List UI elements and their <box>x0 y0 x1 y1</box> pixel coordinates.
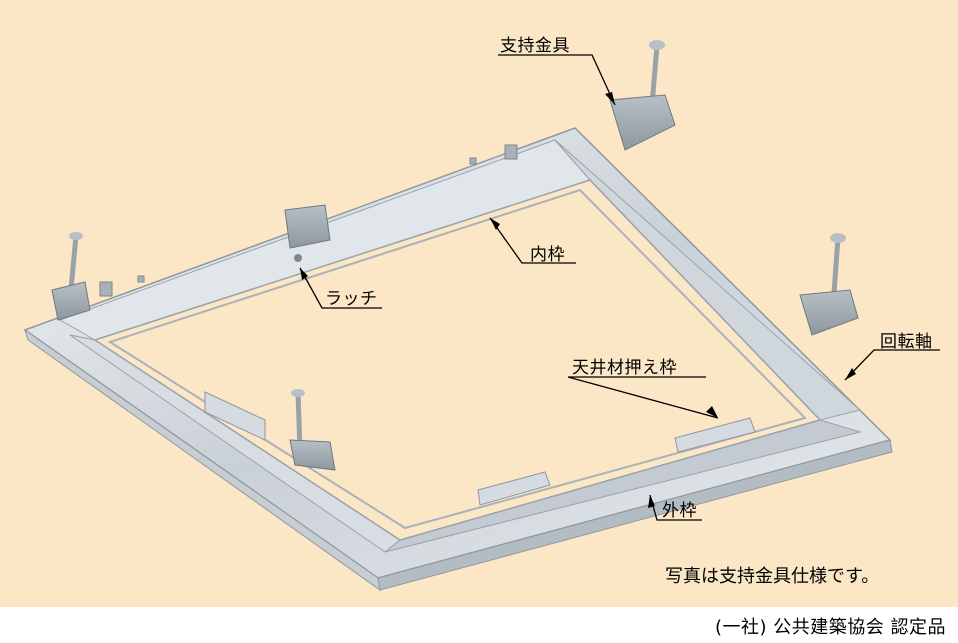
leader-arrowheads <box>300 92 856 508</box>
ceiling-retainer-frame-label: 天井材押え枠 <box>572 358 677 378</box>
certification-footer: (一社) 公共建築協会 認定品 <box>715 617 946 638</box>
inspection-frame-drawing <box>23 40 940 592</box>
outer-frame-label: 外枠 <box>662 501 697 521</box>
leader-lines <box>299 54 940 521</box>
pivot-shaft-label: 回転軸 <box>880 332 933 352</box>
support-brackets <box>51 40 859 471</box>
latch <box>284 204 331 262</box>
latch-label: ラッチ <box>325 289 378 309</box>
frame-slots <box>99 144 518 297</box>
ceiling-retainer-plates <box>204 391 756 506</box>
product-illustration: 支持金具 内枠 ラッチ 回転軸 天井材押え枠 外枠 写真は支持金具仕様です。 <box>0 0 958 607</box>
support-bracket-label: 支持金具 <box>500 36 570 56</box>
inner-frame-label: 内枠 <box>530 245 565 265</box>
photo-note: 写真は支持金具仕様です。 <box>665 566 880 587</box>
